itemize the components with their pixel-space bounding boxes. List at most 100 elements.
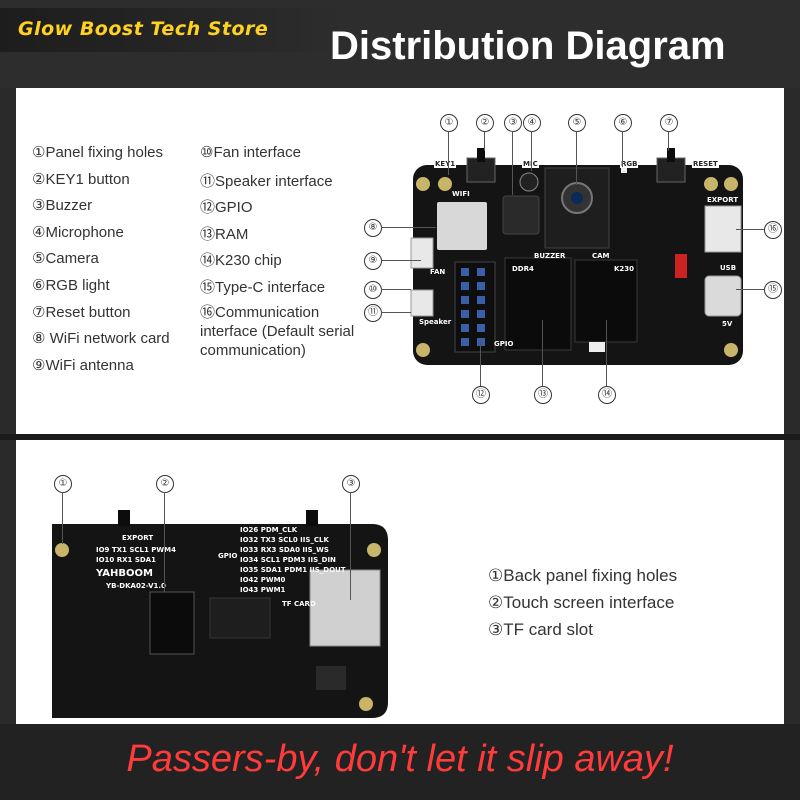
callout-4: ④ <box>523 114 541 132</box>
camera-lens-icon <box>571 192 583 204</box>
leader-line <box>62 492 63 544</box>
pin-row: IO35 SDA1 PDM1 IIS_DOUT <box>240 566 346 574</box>
label-k230: K230 <box>614 265 635 273</box>
callout-7: ⑦ <box>660 114 678 132</box>
legend-item: ①Panel fixing holes <box>32 144 164 161</box>
label-ddr4: DDR4 <box>512 265 534 273</box>
leader-line <box>480 340 481 386</box>
footer <box>0 724 800 800</box>
callout-back-3: ③ <box>342 475 360 493</box>
legend-item: ⑥RGB light <box>32 277 110 294</box>
fixing-hole-icon <box>416 343 430 357</box>
fixing-hole-icon <box>367 543 381 557</box>
legend-item: ③Buzzer <box>32 197 93 214</box>
leader-line <box>736 229 764 230</box>
legend-item: ⑫GPIO <box>200 199 253 216</box>
wifi-module-icon <box>437 202 487 250</box>
label-wifi: WIFI <box>452 190 470 198</box>
label-cam: CAM <box>592 252 610 260</box>
connector-stem <box>306 510 318 526</box>
label-export: EXPORT <box>707 196 739 204</box>
pin-row: IO32 TX3 SCL0 IIS_CLK <box>240 536 329 544</box>
leader-line <box>350 492 351 600</box>
buzzer-icon <box>502 195 540 235</box>
tf-card-slot-icon <box>309 569 381 647</box>
label-key1: KEY1 <box>434 160 457 168</box>
pin-row: IO42 PWM0 <box>240 576 286 584</box>
store-badge <box>0 8 340 52</box>
legend-item: ⑮Type-C interface <box>200 279 326 296</box>
back-board-diagram <box>52 510 388 718</box>
fixing-hole-icon <box>438 177 452 191</box>
callout-16: ⑯ <box>764 221 782 239</box>
legend-item: ⑪Speaker interface <box>200 173 333 190</box>
speaker-connector-icon <box>410 289 434 317</box>
rgb-light-icon <box>621 168 627 173</box>
pin-row: IO43 PWM1 <box>240 586 286 594</box>
label-gpio: GPIO <box>494 340 514 348</box>
export-row: IO9 TX1 SCL1 PWM4 <box>96 546 176 554</box>
leader-line <box>381 260 421 261</box>
pin-row: IO33 RX3 SDA0 IIS_WS <box>240 546 329 554</box>
legend-item: ⑬RAM <box>200 226 249 243</box>
pin-row: IO34 SCL1 PDM3 IIS_DIN <box>240 556 336 564</box>
label-5v: 5V <box>722 320 733 328</box>
leader-line <box>736 289 764 290</box>
legend-item: ④Microphone <box>32 224 124 241</box>
leader-line <box>164 492 165 592</box>
legend-item: ⑨WiFi antenna <box>32 357 134 374</box>
legend-item: ⑧ WiFi network card <box>32 330 170 347</box>
ram-chip-icon <box>504 257 572 351</box>
label-buzzer: BUZZER <box>534 252 566 260</box>
key1-button-stem <box>477 148 485 162</box>
label-export: EXPORT <box>122 534 154 542</box>
label-reset: RESET <box>692 160 719 168</box>
leader-line <box>531 131 532 171</box>
leader-line <box>381 312 411 313</box>
jumper-icon <box>675 254 687 278</box>
leader-line <box>484 131 485 151</box>
callout-9: ⑨ <box>364 252 382 270</box>
fixing-hole-icon <box>416 177 430 191</box>
fixing-hole-icon <box>55 543 69 557</box>
label-usb: USB <box>720 264 737 272</box>
legend-item: ⑦Reset button <box>32 304 131 321</box>
component-block <box>316 666 346 690</box>
reset-button-stem <box>667 148 675 162</box>
legend-item: ①Back panel fixing holes <box>488 566 678 585</box>
leader-line <box>668 131 669 151</box>
leader-line <box>381 227 436 228</box>
brand-label: YAHBOOM <box>96 568 153 579</box>
legend-item: ③TF card slot <box>488 620 593 639</box>
microphone-icon <box>519 172 539 192</box>
connector-stem <box>118 510 130 526</box>
fixing-hole-icon <box>359 697 373 711</box>
usb-c-icon <box>704 275 742 317</box>
leader-line <box>576 131 577 185</box>
pin-row: IO26 PDM_CLK <box>240 526 298 534</box>
model-label: YB-DKA02-V1.0 <box>106 582 166 590</box>
callout-15: ⑮ <box>764 281 782 299</box>
leader-line <box>606 320 607 386</box>
leader-line <box>622 131 623 167</box>
top-board-diagram <box>410 148 743 365</box>
label-speaker: Speaker <box>419 318 452 326</box>
fixing-hole-icon <box>704 177 718 191</box>
panel-divider <box>0 434 800 440</box>
label-gpio: GPIO <box>218 552 238 560</box>
small-component <box>589 342 605 352</box>
legend-item: ⑩Fan interface <box>200 144 301 161</box>
leader-line <box>542 320 543 386</box>
callout-8: ⑧ <box>364 219 382 237</box>
callout-13: ⑬ <box>534 386 552 404</box>
callout-10: ⑩ <box>364 281 382 299</box>
callout-11: ⑪ <box>364 304 382 322</box>
label-fan: FAN <box>430 268 446 276</box>
export-row: IO10 RX1 SDA1 <box>96 556 156 564</box>
footer-slogan: Passers-by, don't let it slip away! <box>126 738 674 780</box>
fixing-hole-icon <box>724 177 738 191</box>
callout-2: ② <box>476 114 494 132</box>
touch-screen-connector-icon <box>149 591 195 655</box>
store-name: Glow Boost Tech Store <box>18 18 269 40</box>
callout-14: ⑭ <box>598 386 616 404</box>
